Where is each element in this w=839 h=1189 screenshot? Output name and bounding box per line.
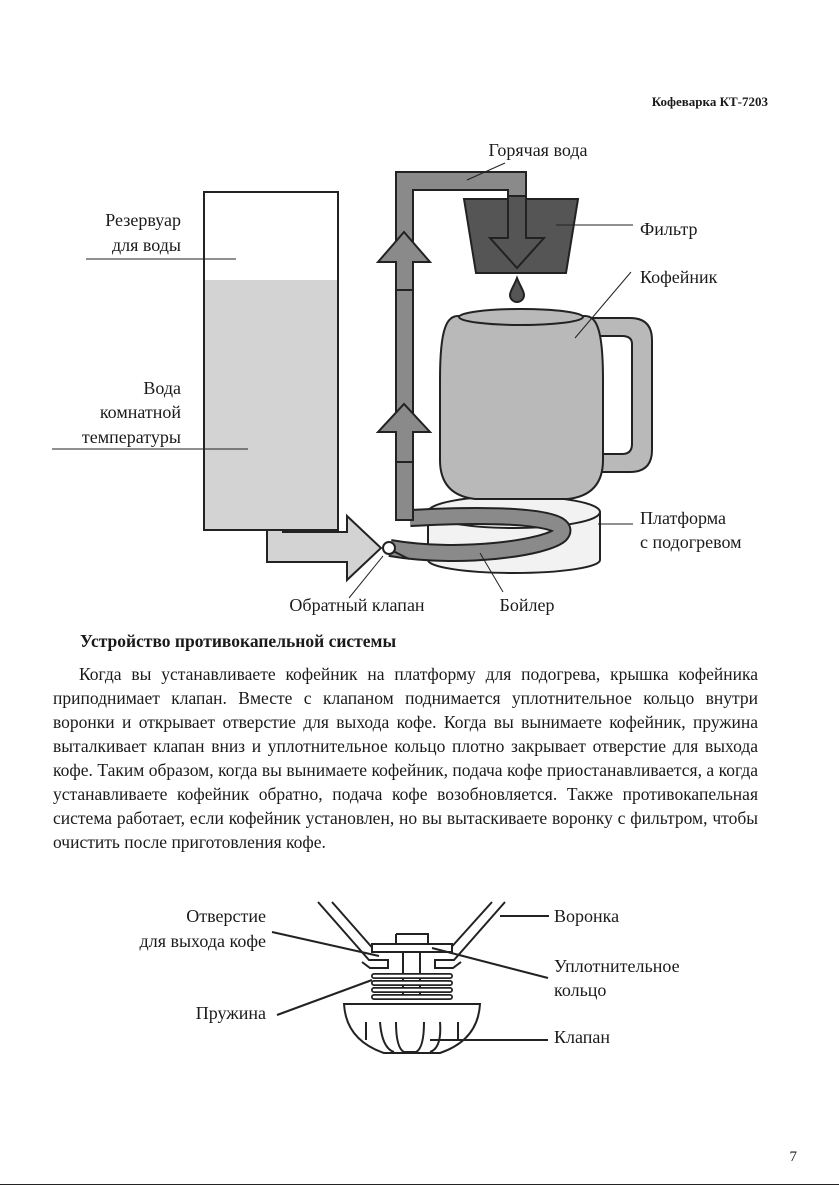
label-water-2: комнатной [100,402,182,422]
carafe [439,308,653,500]
label-reservoir-2: для воды [112,235,181,255]
page-header: Кофеварка КТ-7203 [651,94,768,109]
label-water-1: Вода [143,378,181,398]
label-seal-2: кольцо [554,980,606,1000]
label-reservoir-1: Резервуар [105,210,181,230]
label-filter: Фильтр [640,219,697,239]
coffee-maker-diagram: Резервуар для воды Вода комнатной темпер… [52,140,742,615]
label-funnel: Воронка [554,906,619,926]
valve-dome [342,1003,482,1054]
label-water-3: температуры [82,427,181,447]
page-number: 7 [789,1149,798,1165]
filter-down-arrow [487,195,547,270]
label-platform-1: Платформа [640,508,726,528]
label-carafe: Кофейник [640,267,718,287]
label-seal-1: Уплотнительное [554,956,680,976]
seal-ring [371,943,453,953]
label-valve: Клапан [554,1027,610,1047]
coffee-drop [508,275,526,303]
section-paragraph: Когда вы устанавливаете кофейник на плат… [53,664,758,852]
label-spring: Пружина [196,1003,266,1023]
bottom-rule [0,1184,839,1185]
label-hot-water: Горячая вода [489,140,588,160]
label-outlet-2: для выхода кофе [140,931,266,951]
label-boiler: Бойлер [500,595,555,615]
label-check-valve: Обратный клапан [289,595,425,615]
inlet-arrow [266,513,383,583]
spring [371,973,453,1000]
hot-water-pipe [375,171,572,562]
label-platform-2: с подогревом [640,532,742,552]
label-outlet-1: Отверстие [186,906,266,926]
funnel [317,901,506,969]
section-title: Устройство противокапельной системы [80,631,397,651]
reservoir-water-fill [205,280,337,529]
valve-stem [395,933,429,998]
check-valve [382,541,410,560]
